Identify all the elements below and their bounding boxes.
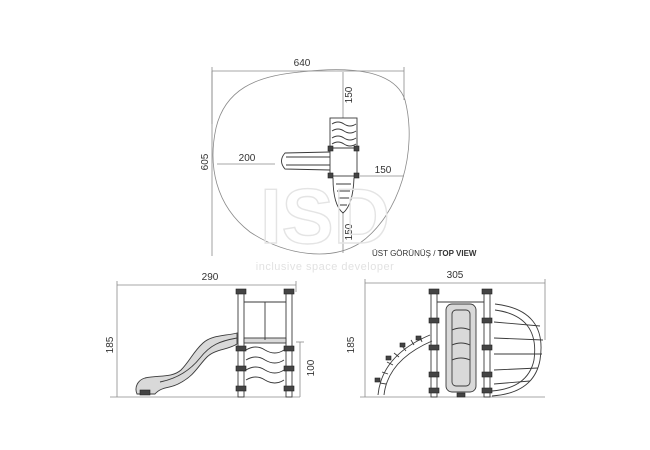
dim-width-front-label: 305 [447, 270, 464, 281]
dim-right-150: 150 [360, 165, 404, 177]
dim-height-185-side: 185 [105, 336, 116, 353]
dim-depth-605: 605 [200, 71, 213, 256]
dim-length-label: 290 [202, 272, 219, 283]
dim-top-label: 150 [344, 86, 355, 103]
watermark-tagline: inclusive space developer [256, 261, 394, 273]
dim-width-label: 640 [294, 58, 311, 69]
dim-height-front-label: 185 [346, 336, 357, 353]
caption-english: TOP VIEW [438, 249, 477, 258]
side-view: 290 185 100 [105, 272, 317, 398]
dim-width-640: 640 [211, 58, 405, 124]
dim-depth-label: 605 [200, 153, 211, 170]
dim-bottom-label: 150 [344, 223, 355, 240]
dim-length-290: 290 [116, 272, 297, 397]
dim-height-185-front: 185 [346, 336, 357, 353]
equipment-plan [281, 117, 360, 214]
dim-left-200: 200 [217, 153, 275, 165]
dim-platform-label: 100 [306, 359, 317, 376]
caption-turkish: ÜST GÖRÜNÜŞ / [372, 249, 438, 258]
watermark-logo: ISD [260, 172, 390, 260]
dim-right-label: 150 [375, 165, 392, 176]
dim-top-150: 150 [342, 72, 355, 118]
watermark: ISD inclusive space developer [256, 171, 394, 273]
dim-platform-100: 100 [296, 341, 317, 397]
dim-height-side-label: 185 [105, 336, 116, 353]
slide [135, 332, 238, 395]
top-view-caption: ÜST GÖRÜNÜŞ / TOP VIEW [372, 249, 477, 258]
dim-width-305: 305 [364, 270, 546, 397]
top-view: 640 605 200 150 150 150 [200, 58, 477, 258]
front-view: 305 185 [346, 270, 546, 398]
safety-zone-outline [212, 69, 410, 255]
dim-left-label: 200 [239, 153, 256, 164]
dim-bottom-150: 150 [342, 212, 355, 253]
